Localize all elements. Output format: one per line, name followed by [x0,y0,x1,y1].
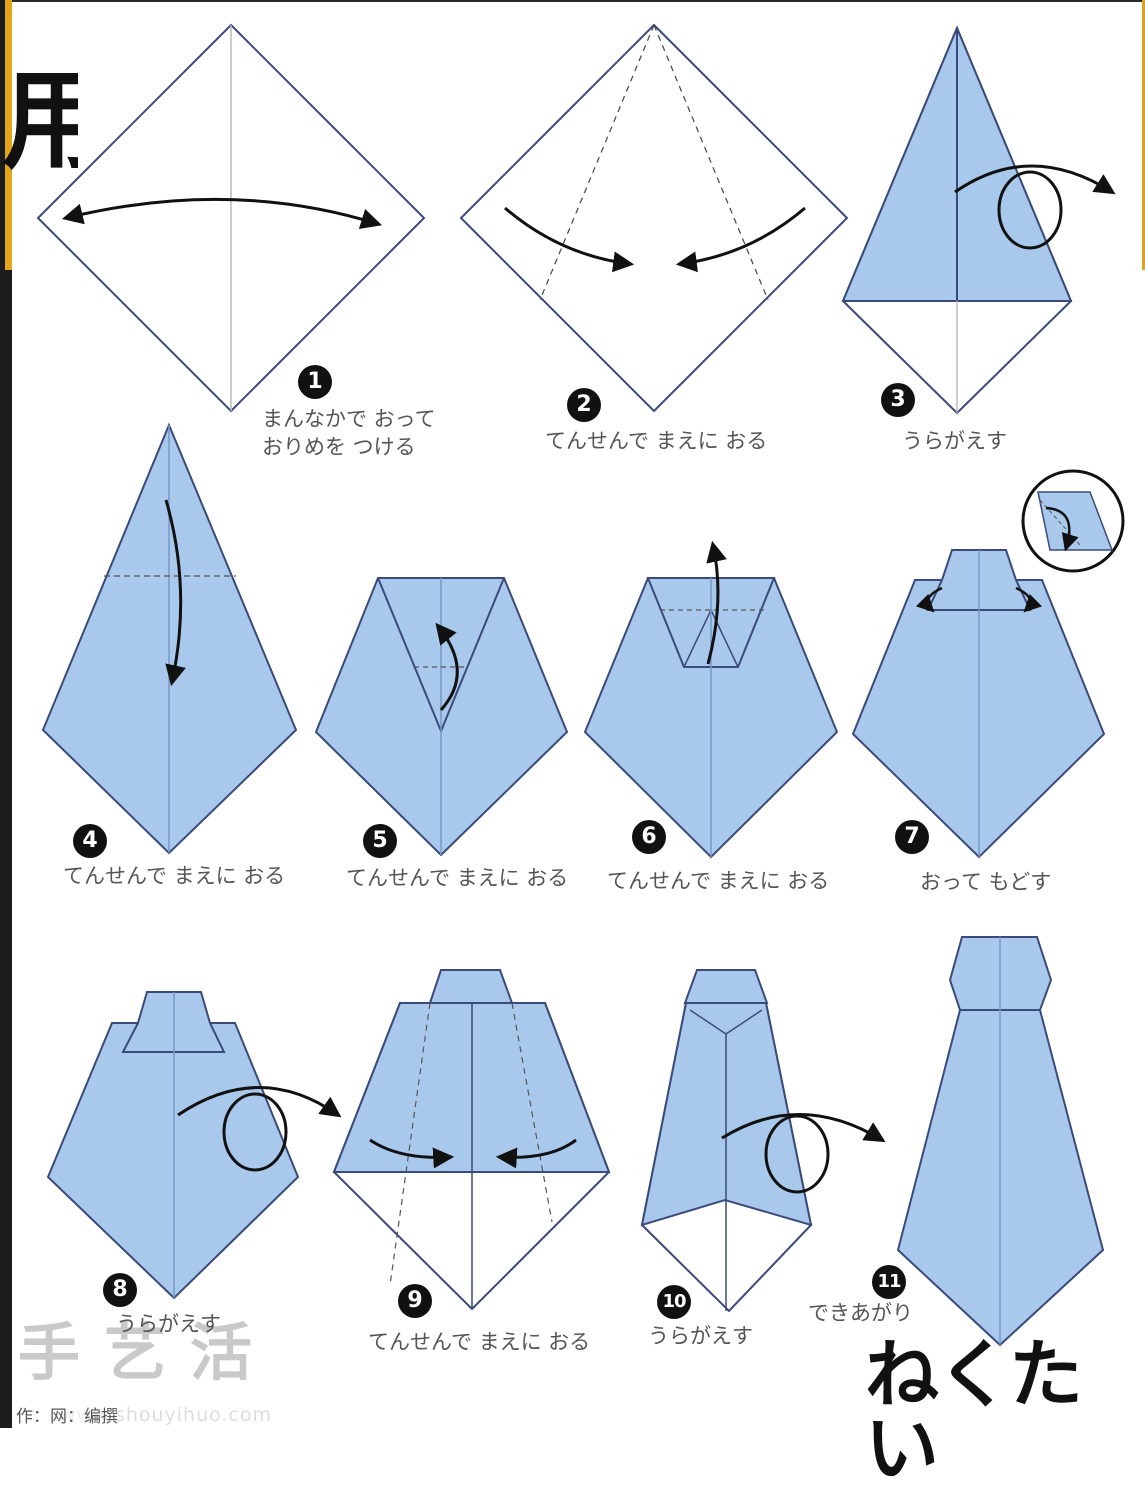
step-1-caption: まんなかで おって おりめを つける [262,405,436,461]
step-10-figure [642,970,882,1311]
step-6-figure [585,545,837,857]
step-4-number-badge: 4 [73,824,107,858]
step-8-figure [48,992,338,1298]
step-3-figure [843,28,1112,413]
step-8-caption: うらがえす [116,1310,221,1338]
step-10-number-badge: 10 [657,1285,691,1319]
step-2-figure [461,25,847,411]
origami-diagram [0,0,1145,1428]
watermark-credit: 作：网：编撰 [16,1402,118,1427]
step-9-number-badge: 9 [398,1284,432,1318]
step-11-caption: できあがり [808,1299,913,1327]
step-6-number-badge: 6 [632,820,666,854]
step-6-caption: てんせんで まえに おる [607,867,829,895]
step-2-caption: てんせんで まえに おる [545,427,767,455]
step-4-figure [43,425,296,853]
step-10-caption: うらがえす [648,1322,753,1350]
step-3-number-badge: 3 [881,383,915,417]
step-5-number-badge: 5 [363,824,397,858]
diagram-title: ねくたい [865,1338,1145,1486]
step-3-caption: うらがえす [902,427,1007,455]
step-11-number-badge: 11 [872,1265,906,1299]
step-4-caption: てんせんで まえに おる [63,862,285,890]
step-9-figure [334,970,609,1309]
step-7-number-badge: 7 [895,820,929,854]
step-1-number-badge: 1 [298,365,332,399]
step-7-figure [853,471,1123,857]
step-5-figure [316,578,567,855]
step-2-number-badge: 2 [567,388,601,422]
step-11-figure [898,937,1103,1345]
step-9-caption: てんせんで まえに おる [368,1328,590,1356]
step-7-caption: おって もどす [920,868,1051,896]
step-5-caption: てんせんで まえに おる [346,864,568,892]
step-1-figure [38,25,424,411]
step-8-number-badge: 8 [103,1273,137,1307]
